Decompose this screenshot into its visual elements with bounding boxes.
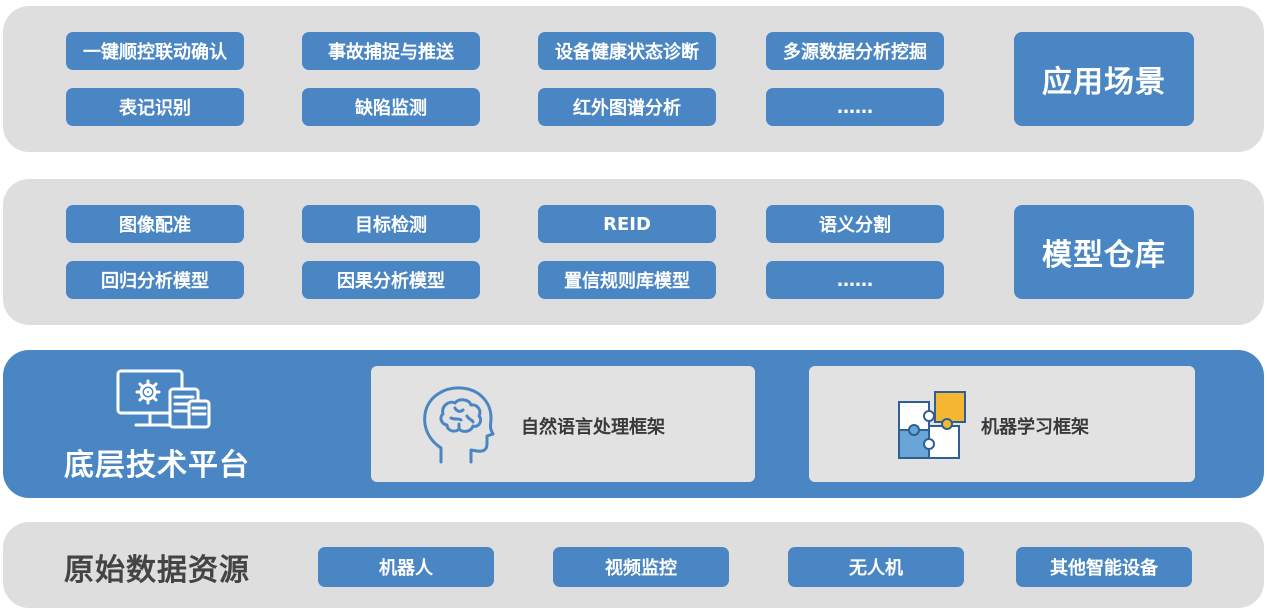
puzzle-icon bbox=[898, 391, 966, 459]
model-chip-4: 语义分割 bbox=[766, 205, 944, 243]
raw-chip-other: 其他智能设备 bbox=[1016, 547, 1192, 587]
app-chip-4: 多源数据分析挖掘 bbox=[766, 32, 944, 70]
head-brain-icon bbox=[423, 386, 495, 464]
raw-chip-robot: 机器人 bbox=[318, 547, 494, 587]
application-layer-title: 应用场景 bbox=[1014, 32, 1194, 126]
model-chip-6: 因果分析模型 bbox=[302, 261, 480, 299]
model-chip-7: 置信规则库模型 bbox=[538, 261, 716, 299]
app-chip-6: 缺陷监测 bbox=[302, 88, 480, 126]
computer-devices-icon bbox=[116, 369, 211, 429]
ml-framework-panel: 机器学习框架 bbox=[809, 366, 1195, 482]
model-chip-2: 目标检测 bbox=[302, 205, 480, 243]
model-chip-1: 图像配准 bbox=[66, 205, 244, 243]
app-chip-5: 表记识别 bbox=[66, 88, 244, 126]
platform-layer-title: 底层技术平台 bbox=[64, 448, 250, 483]
model-chip-3: REID bbox=[538, 205, 716, 243]
model-layer-title: 模型仓库 bbox=[1014, 205, 1194, 299]
raw-chip-video: 视频监控 bbox=[553, 547, 729, 587]
ml-framework-label: 机器学习框架 bbox=[981, 417, 1089, 438]
nlp-framework-panel: 自然语言处理框架 bbox=[371, 366, 755, 482]
app-chip-1: 一键顺控联动确认 bbox=[66, 32, 244, 70]
model-chip-more: …… bbox=[766, 261, 944, 299]
app-chip-7: 红外图谱分析 bbox=[538, 88, 716, 126]
app-chip-2: 事故捕捉与推送 bbox=[302, 32, 480, 70]
raw-chip-drone: 无人机 bbox=[788, 547, 964, 587]
nlp-framework-label: 自然语言处理框架 bbox=[521, 417, 665, 438]
model-chip-5: 回归分析模型 bbox=[66, 261, 244, 299]
app-chip-3: 设备健康状态诊断 bbox=[538, 32, 716, 70]
app-chip-more: …… bbox=[766, 88, 944, 126]
raw-data-layer-title: 原始数据资源 bbox=[64, 553, 250, 588]
